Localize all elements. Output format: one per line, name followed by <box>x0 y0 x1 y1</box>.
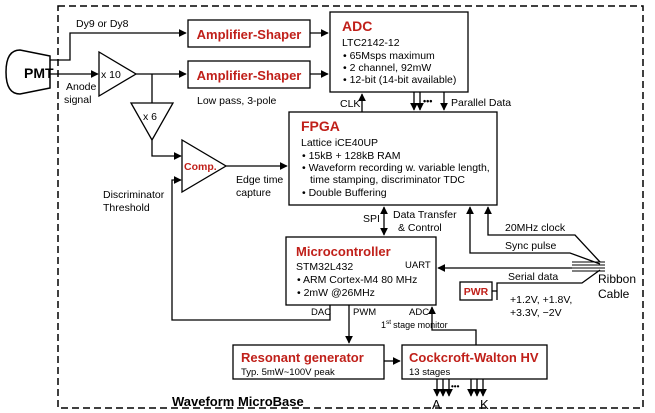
data-transfer-label-2: & Control <box>398 222 442 234</box>
voltage-label-2: +3.3V, −2V <box>510 307 562 319</box>
amp-x6-triangle <box>129 102 175 142</box>
dynode-label: Dy9 or Dy8 <box>76 18 129 30</box>
fpga-spec-2: • Waveform recording w. variable length, <box>302 162 490 174</box>
mcu-box <box>285 236 437 306</box>
hv-dots: ••• <box>451 382 460 391</box>
parallel-data-label: Parallel Data <box>451 97 511 109</box>
shaper1-title: Amplifier-Shaper <box>197 27 302 42</box>
base-title: Waveform MicroBase <box>172 394 304 409</box>
fpga-spec-3: time stamping, discriminator TDC <box>310 174 465 186</box>
stage-monitor-rest: stage monitor <box>393 320 448 330</box>
comparator-triangle <box>181 138 228 194</box>
adc-spec-3: • 12-bit (14-bit available) <box>343 74 456 86</box>
shaper2-note: Low pass, 3-pole <box>197 95 277 107</box>
fpga-spec-1: • 15kB + 128kB RAM <box>302 150 401 162</box>
fpga-box <box>288 111 498 206</box>
sync-line <box>466 206 601 265</box>
amp-x10-triangle <box>98 50 138 98</box>
anode-label-1: Anode <box>66 81 97 93</box>
stage-monitor-num: 1 <box>381 320 386 330</box>
mcu-spec-1: • ARM Cortex-M4 80 MHz <box>297 274 417 286</box>
resonant-box <box>232 344 385 380</box>
shaper1-box <box>187 19 311 48</box>
ribbon-label-1: Ribbon <box>598 272 636 286</box>
amp-x6-label: x 6 <box>143 111 157 123</box>
cw-box <box>401 344 548 380</box>
cw-note: 13 stages <box>409 367 450 378</box>
parallel-dots: ••• <box>423 96 432 106</box>
adc-spec-1: • 65Msps maximum <box>343 50 435 62</box>
anode-label-2: signal <box>64 94 91 106</box>
clock-line <box>484 206 601 263</box>
discriminator-label-2: Threshold <box>103 202 150 214</box>
pwr-label: PWR <box>464 286 489 298</box>
dynode-line <box>50 29 187 61</box>
fpga-spec-4: • Double Buffering <box>302 187 387 199</box>
pmt-tube-shape <box>5 49 51 95</box>
fpga-title: FPGA <box>301 118 340 134</box>
resonant-note: Typ. 5mW~100V peak <box>241 367 335 378</box>
edge-time-label-1: Edge time <box>236 174 283 186</box>
edge-time-label-2: capture <box>236 187 271 199</box>
adc-box <box>329 11 469 93</box>
discriminator-label-1: Discriminator <box>103 189 165 201</box>
mcu-title: Microcontroller <box>296 244 391 259</box>
x6-to-comp-line <box>151 140 182 160</box>
serial-label: Serial data <box>508 271 558 283</box>
mcu-adc-label: ADC <box>409 307 429 318</box>
ribbon-label-2: Cable <box>598 287 630 301</box>
dac-to-comp-line <box>171 176 331 321</box>
adc-spec-2: • 2 channel, 92mW <box>343 62 431 74</box>
spi-label: SPI <box>363 213 380 225</box>
voltage-label-1: +1.2V, +1.8V, <box>510 294 572 306</box>
microbase-boundary <box>57 5 644 409</box>
clk-label: CLK <box>340 98 360 110</box>
uart-label: UART <box>405 260 431 271</box>
stage-monitor-sup: st <box>386 319 391 326</box>
clock-label: 20MHz clock <box>505 222 566 234</box>
fpga-model: Lattice iCE40UP <box>301 137 378 149</box>
pwm-label: PWM <box>353 307 376 318</box>
adc-model: LTC2142-12 <box>342 37 400 49</box>
amp-x10-label: x 10 <box>101 69 121 81</box>
comparator-label: Comp. <box>184 161 217 173</box>
pmt-label: PMT <box>24 65 54 81</box>
data-transfer-label-1: Data Transfer <box>393 209 457 221</box>
dac-label: DAC <box>311 307 331 318</box>
resonant-title: Resonant generator <box>241 350 364 365</box>
anode-output-label: A <box>432 397 441 412</box>
shaper2-box <box>187 60 311 89</box>
cw-title: Cockcroft-Walton HV <box>409 350 539 365</box>
adc-title: ADC <box>342 18 372 34</box>
sync-label: Sync pulse <box>505 240 557 252</box>
mcu-model: STM32L432 <box>296 261 353 273</box>
stage-monitor-line <box>428 306 477 345</box>
shaper2-title: Amplifier-Shaper <box>197 68 302 83</box>
cathode-output-label: K <box>480 397 489 412</box>
mcu-spec-2: • 2mW @26MHz <box>297 287 375 299</box>
